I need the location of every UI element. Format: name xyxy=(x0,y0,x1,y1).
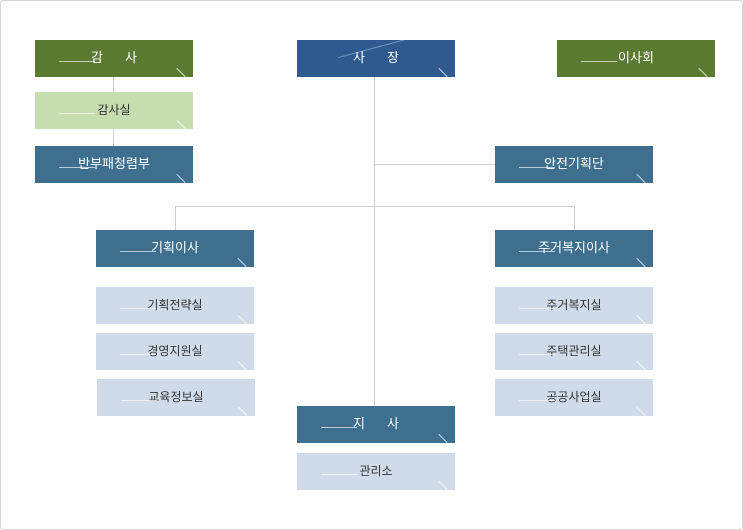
planning-dept-box: 경영지원실 xyxy=(96,333,254,370)
housing-director-box: 주거복지이사 xyxy=(495,230,653,267)
board-box: 이사회 xyxy=(557,40,715,77)
connector-safety-planning xyxy=(374,164,496,165)
connector-main-trunk xyxy=(374,77,375,407)
housing-dept-box: 주택관리실 xyxy=(495,333,653,370)
connector-housing-director xyxy=(574,206,575,231)
branch-office-box: 관리소 xyxy=(297,453,455,490)
safety-planning-box: 안전기획단 xyxy=(495,146,653,183)
branch-box: 지 사 xyxy=(297,406,455,443)
connector-directors xyxy=(175,206,575,207)
housing-dept-box: 주거복지실 xyxy=(495,287,653,324)
audit-box: 감 사 xyxy=(35,40,193,77)
planning-director-box: 기획이사 xyxy=(96,230,254,267)
anti-corruption-box: 반부패청렴부 xyxy=(35,146,193,183)
president-box: 사 장 xyxy=(297,40,455,77)
audit-office-box: 감사실 xyxy=(35,92,193,129)
planning-dept-box: 기획전략실 xyxy=(96,287,254,324)
housing-dept-box: 공공사업실 xyxy=(495,379,653,416)
connector-planning-director xyxy=(175,206,176,231)
planning-dept-box: 교육정보실 xyxy=(97,379,255,416)
